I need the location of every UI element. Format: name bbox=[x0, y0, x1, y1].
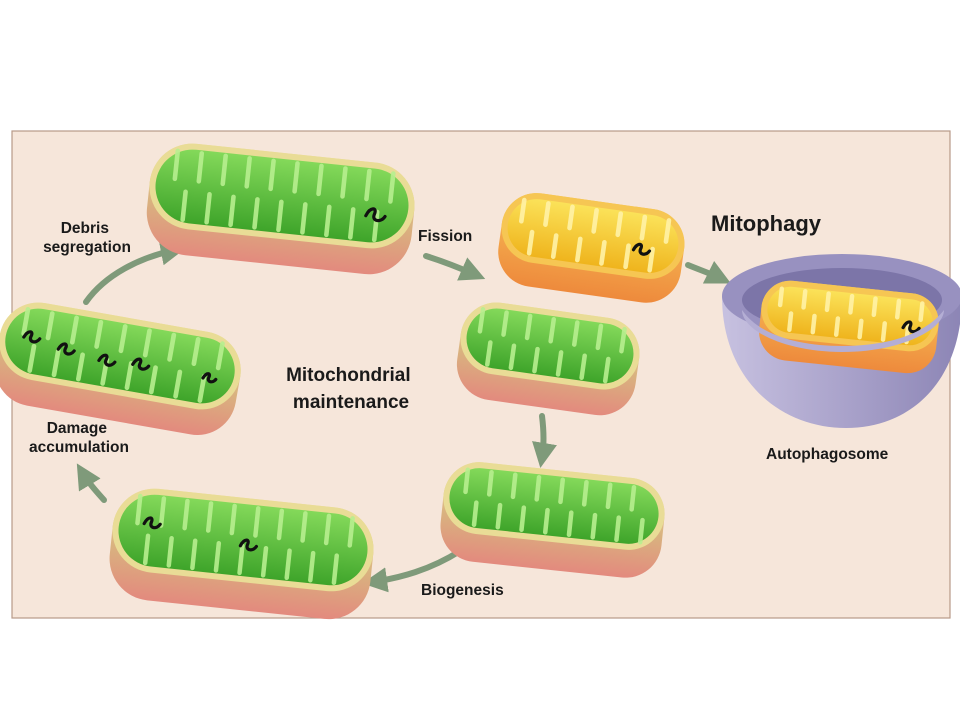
diagram-labels: Debris segregation Fission Mitophagy Mit… bbox=[29, 211, 889, 599]
arrow-biogenesis bbox=[362, 548, 463, 593]
label-debris-segregation: Debris segregation bbox=[43, 220, 131, 256]
label-mitophagy: Mitophagy bbox=[711, 211, 822, 236]
mitochondrion-bottom-right bbox=[440, 462, 665, 578]
mitochondrion-middle bbox=[456, 302, 640, 416]
arrow-fission bbox=[423, 253, 486, 281]
mitochondria-group bbox=[0, 143, 939, 620]
autophagosome-front-lip bbox=[742, 310, 944, 352]
label-biogenesis: Biogenesis bbox=[421, 582, 504, 599]
cycle-arrows bbox=[76, 240, 732, 593]
mitochondrion-top bbox=[146, 143, 415, 275]
label-damage-accumulation: Damage accumulation bbox=[29, 420, 129, 456]
mitochondrion-left bbox=[0, 302, 241, 436]
mitochondrion-bottom-left bbox=[109, 488, 374, 620]
arrow-mitophagy bbox=[685, 260, 732, 284]
label-autophagosome: Autophagosome bbox=[766, 446, 889, 463]
mitochondrion-fission bbox=[498, 193, 685, 303]
arrow-debris-segregation bbox=[83, 240, 186, 305]
mitochondrion-engulfed bbox=[759, 280, 939, 374]
arrow-to-biogenesis bbox=[532, 413, 557, 468]
label-fission: Fission bbox=[418, 228, 472, 245]
arrow-damage-accumulation bbox=[76, 463, 107, 503]
label-mitochondrial-maintenance: Mitochondrial maintenance bbox=[286, 365, 416, 413]
